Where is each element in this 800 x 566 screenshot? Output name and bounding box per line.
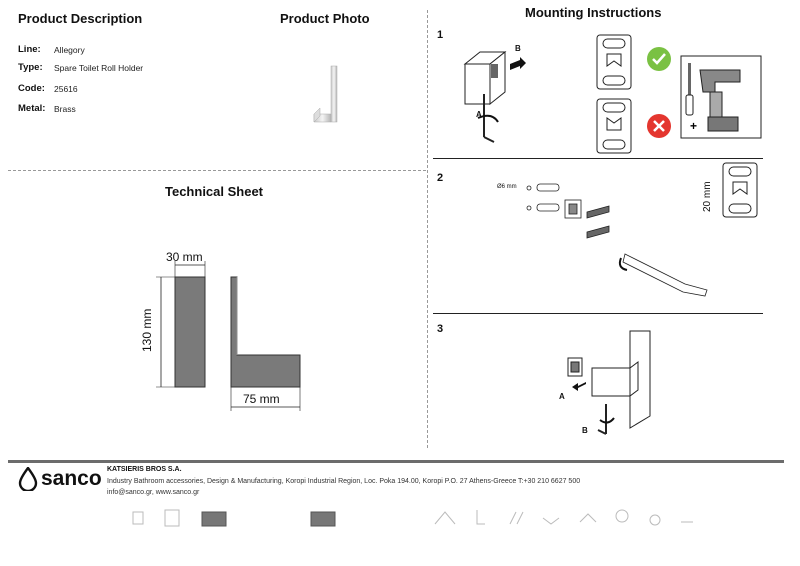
company-name: KATSIERIS BROS S.A. [107,466,182,473]
correct-plate [596,34,632,90]
description-title: Product Description [18,11,143,26]
footer-bar [8,460,784,463]
tools-icon: + [680,55,762,139]
dim-width: 30 mm [166,250,203,264]
spacing-dim: 20 mm [702,181,713,212]
technical-title: Technical Sheet [165,184,264,199]
step1-arrow-b: B [515,44,521,53]
certification-icons [132,509,693,527]
check-icon [647,47,671,71]
product-photo [313,65,338,123]
step3-arrow-a: A [559,392,565,401]
brand-name: sanco [41,467,102,490]
step1-arrow-a: A [476,110,482,119]
dim-length: 75 mm [243,392,280,406]
technical-drawing [156,261,301,411]
photo-title: Product Photo [280,11,370,26]
wrong-plate [596,98,632,154]
step1-divider [433,158,763,159]
code-label: Code: [18,83,45,94]
sanco-logo: sanco [18,467,102,491]
type-value: Spare Toilet Roll Holder [54,63,144,73]
line-label: Line: [18,44,41,55]
company-address: Industry Bathroom accessories, Design & … [107,478,581,485]
step3-arrow-b: B [582,426,588,435]
metal-value: Brass [54,104,76,114]
mounting-title: Mounting Instructions [525,5,662,20]
step1-illustration [463,50,526,143]
drill-size: Ø6 mm [497,184,517,190]
vertical-divider [427,10,428,448]
line-value: Allegory [54,45,85,55]
step-3-number: 3 [437,323,444,335]
spacing-plate [722,162,758,218]
company-contact: info@sanco.gr, www.sanco.gr [107,489,200,496]
left-horizontal-divider [8,170,426,171]
dim-height: 130 mm [140,308,154,352]
code-value: 25616 [54,84,78,94]
cross-icon [647,114,671,138]
step-2-number: 2 [437,172,444,184]
metal-label: Metal: [18,103,46,114]
sanco-logo-icon [18,467,38,491]
step2-divider [433,313,763,314]
step2-illustration [526,183,708,297]
step3-illustration [567,330,651,435]
step-1-number: 1 [437,29,444,41]
svg-text:+: + [690,119,697,133]
type-label: Type: [18,62,43,73]
